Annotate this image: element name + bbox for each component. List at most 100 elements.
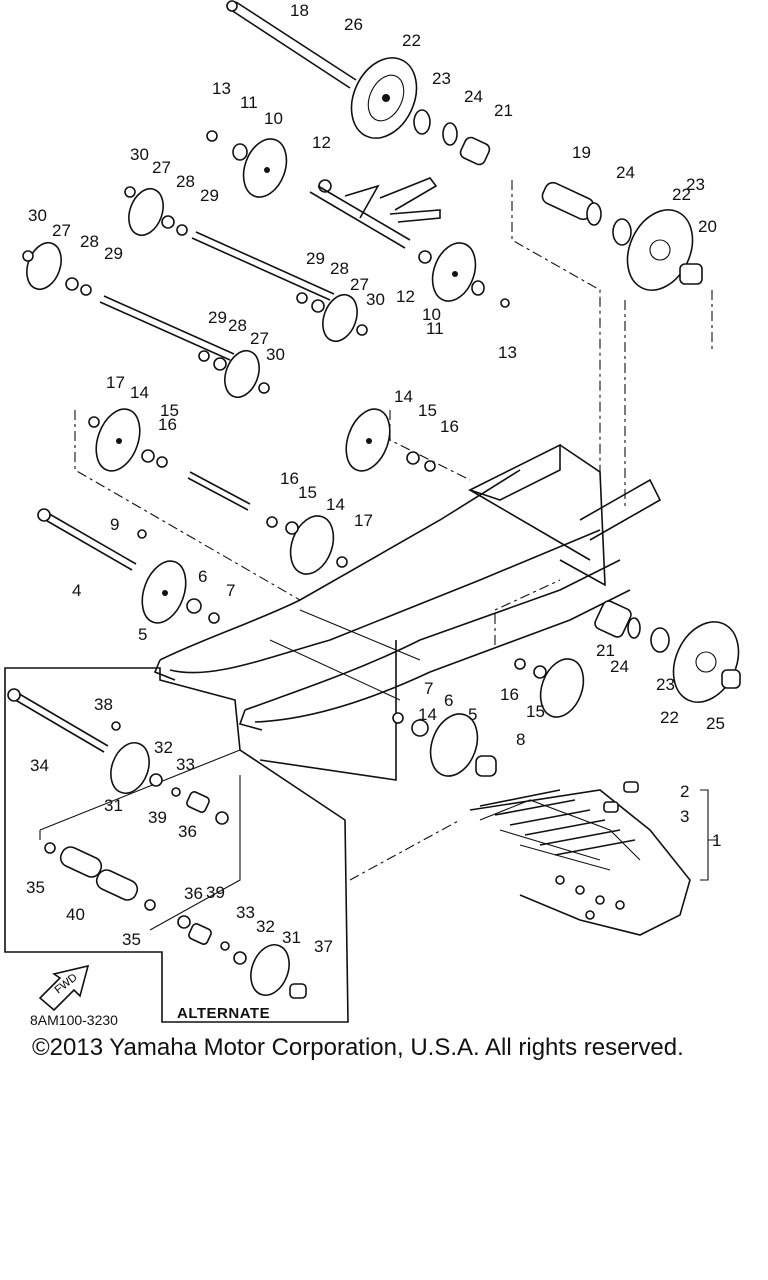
callout-33: 33 — [176, 755, 195, 774]
callout-36: 36 — [184, 884, 203, 903]
callout-7: 7 — [424, 679, 433, 698]
callout-34: 34 — [30, 756, 49, 775]
alternate-parts — [7, 688, 307, 999]
callout-3: 3 — [680, 807, 689, 826]
callout-39: 39 — [148, 808, 167, 827]
callout-16: 16 — [500, 685, 519, 704]
wheels-10-upper — [242, 138, 477, 302]
front-wheel-5-6-7-9 — [137, 529, 220, 624]
slide-rail-frame — [153, 443, 662, 781]
callout-5: 5 — [468, 705, 477, 724]
callout-21: 21 — [596, 641, 615, 660]
callout-24: 24 — [610, 657, 629, 676]
reference-lines — [74, 180, 713, 881]
callout-28: 28 — [80, 232, 99, 251]
callout-11: 11 — [426, 319, 444, 338]
callout-39: 39 — [206, 883, 225, 902]
callout-13: 13 — [212, 79, 231, 98]
callout-7: 7 — [226, 581, 235, 600]
callout-1: 1 — [712, 831, 721, 850]
callout-36: 36 — [178, 822, 197, 841]
callout-27: 27 — [350, 275, 369, 294]
callout-22: 22 — [402, 31, 421, 50]
callout-30: 30 — [130, 145, 149, 164]
callout-12: 12 — [312, 133, 331, 152]
callout-14: 14 — [394, 387, 413, 406]
callout-40: 40 — [66, 905, 85, 924]
callout-16: 16 — [440, 417, 459, 436]
drawing-code: 8AM100-3230 — [30, 1012, 118, 1028]
lower-wheel-5-6-7-8 — [392, 712, 497, 777]
callout-23: 23 — [686, 175, 705, 194]
callout-9: 9 — [110, 515, 119, 534]
idler-wheel-22-top — [350, 57, 418, 139]
upper-rear-axle — [226, 0, 357, 89]
copyright-notice: ©2013 Yamaha Motor Corporation, U.S.A. A… — [32, 1034, 684, 1061]
callout-23: 23 — [432, 69, 451, 88]
small-parts-11-12-13 — [206, 130, 510, 308]
callout-28: 28 — [176, 172, 195, 191]
callout-27: 27 — [152, 158, 171, 177]
callout-19: 19 — [572, 143, 591, 162]
drive-track-1 — [469, 781, 718, 936]
callout-28: 28 — [330, 259, 349, 278]
callout-28: 28 — [228, 316, 247, 335]
callout-29: 29 — [208, 308, 227, 327]
callout-26: 26 — [344, 15, 363, 34]
callout-35: 35 — [26, 878, 45, 897]
callout-5: 5 — [138, 625, 147, 644]
callout-14: 14 — [326, 495, 345, 514]
middle-wheels-14 — [88, 408, 436, 575]
callout-13: 13 — [498, 343, 517, 362]
callout-30: 30 — [366, 290, 385, 309]
front-axle-4 — [37, 508, 137, 571]
callout-30: 30 — [266, 345, 285, 364]
callout-22: 22 — [672, 185, 691, 204]
callout-23: 23 — [656, 675, 675, 694]
callout-14: 14 — [418, 705, 437, 724]
callout-29: 29 — [200, 186, 219, 205]
callout-16: 16 — [158, 415, 177, 434]
fwd-arrow-icon: FWD — [38, 964, 90, 1012]
callout-32: 32 — [256, 917, 275, 936]
callout-38: 38 — [94, 695, 113, 714]
callout-12: 12 — [396, 287, 415, 306]
right-upper-idler-19-24-23-22-20 — [541, 181, 703, 291]
callout-29: 29 — [104, 244, 123, 263]
callout-18: 18 — [290, 1, 309, 20]
callout-31: 31 — [104, 796, 123, 815]
callout-27: 27 — [52, 221, 71, 240]
callout-33: 33 — [236, 903, 255, 922]
callout-6: 6 — [444, 691, 453, 710]
callout-30: 30 — [28, 206, 47, 225]
exploded-parts-diagram: FWD 123455667789101011111212131314141414… — [4, 0, 741, 1023]
callout-15: 15 — [526, 702, 545, 721]
callout-6: 6 — [198, 567, 207, 586]
callout-20: 20 — [698, 217, 717, 236]
upper-crossbar-frame — [309, 177, 441, 249]
callout-15: 15 — [418, 401, 437, 420]
callout-8: 8 — [516, 730, 525, 749]
callout-25: 25 — [706, 714, 725, 733]
callout-14: 14 — [130, 383, 149, 402]
callout-21: 21 — [494, 101, 513, 120]
wheel-shafts-27-30 — [22, 186, 368, 399]
callout-27: 27 — [250, 329, 269, 348]
callout-24: 24 — [464, 87, 483, 106]
callout-10: 10 — [264, 109, 283, 128]
callout-4: 4 — [72, 581, 81, 600]
callout-32: 32 — [154, 738, 173, 757]
callout-31: 31 — [282, 928, 301, 947]
callout-10: 10 — [422, 305, 441, 324]
callout-17: 17 — [106, 373, 125, 392]
callout-11: 11 — [240, 93, 258, 112]
callout-15: 15 — [160, 401, 179, 420]
alternate-box — [4, 667, 349, 1023]
callout-37: 37 — [314, 937, 333, 956]
callout-17: 17 — [354, 511, 373, 530]
callout-29: 29 — [306, 249, 325, 268]
bearing-23-24-21-top — [413, 109, 491, 166]
callout-2: 2 — [680, 782, 689, 801]
callout-35: 35 — [122, 930, 141, 949]
